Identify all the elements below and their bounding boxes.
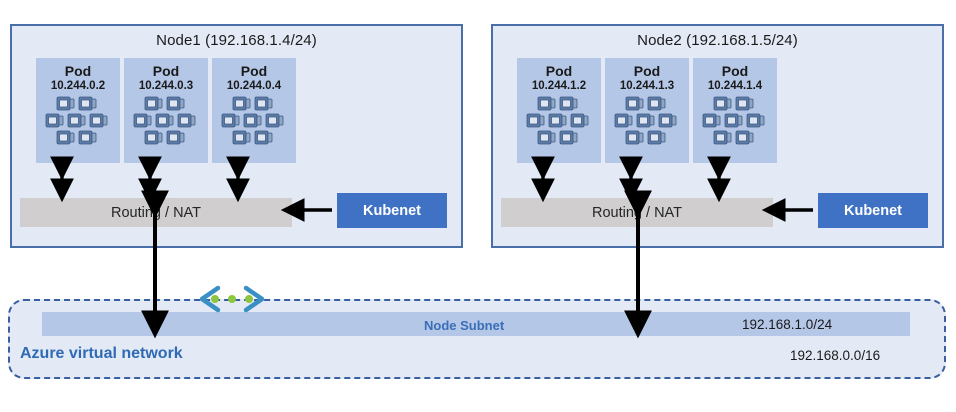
node-title: Node1 (192.168.1.4/24)	[156, 32, 317, 49]
azure-virtual-network-label: Azure virtual network	[20, 345, 183, 362]
pod-box[interactable]: Pod 10.244.1.4	[693, 58, 777, 163]
pod-ip: 10.244.1.4	[707, 80, 763, 92]
node-title: Node2 (192.168.1.5/24)	[637, 32, 798, 49]
pod-box[interactable]: Pod 10.244.0.2	[36, 58, 120, 163]
routing-nat-label: Routing / NAT	[111, 204, 201, 221]
pod-cluster-icon	[612, 96, 682, 153]
node-card-node2[interactable]: Node2 (192.168.1.5/24) Pod 10.244.1.2	[491, 24, 944, 248]
vnet-cidr: 192.168.0.0/16	[790, 348, 881, 363]
pod-label: Pod	[152, 63, 180, 79]
node-subnet-label: Node Subnet	[424, 318, 505, 333]
pod-cluster-icon	[43, 96, 113, 153]
pod-ip: 10.244.0.2	[50, 80, 106, 92]
pod-ip: 10.244.1.3	[619, 80, 675, 92]
pod-label: Pod	[633, 63, 661, 79]
pod-label: Pod	[240, 63, 268, 79]
kubenet-label: Kubenet	[844, 202, 902, 219]
routing-nat-label: Routing / NAT	[592, 204, 682, 221]
pod-box[interactable]: Pod 10.244.1.2	[517, 58, 601, 163]
pod-label: Pod	[721, 63, 749, 79]
pod-box[interactable]: Pod 10.244.1.3	[605, 58, 689, 163]
routing-nat-bar[interactable]: Routing / NAT	[20, 198, 292, 227]
pod-ip: 10.244.0.3	[138, 80, 194, 92]
azure-virtual-network-box[interactable]	[8, 299, 946, 379]
node-subnet-bar[interactable]	[42, 312, 910, 336]
pod-box[interactable]: Pod 10.244.0.3	[124, 58, 208, 163]
kubenet-box[interactable]: Kubenet	[337, 193, 447, 228]
node-card-node1[interactable]: Node1 (192.168.1.4/24) Pod 10.244.0.2	[10, 24, 463, 248]
pod-cluster-icon	[700, 96, 770, 153]
pod-label: Pod	[64, 63, 92, 79]
kubenet-label: Kubenet	[363, 202, 421, 219]
pod-ip: 10.244.1.2	[531, 80, 587, 92]
pod-cluster-icon	[219, 96, 289, 153]
node-subnet-cidr: 192.168.1.0/24	[742, 317, 833, 332]
pod-ip: 10.244.0.4	[226, 80, 282, 92]
kubenet-box[interactable]: Kubenet	[818, 193, 928, 228]
pod-box[interactable]: Pod 10.244.0.4	[212, 58, 296, 163]
routing-nat-bar[interactable]: Routing / NAT	[501, 198, 773, 227]
pod-cluster-icon	[131, 96, 201, 153]
pod-label: Pod	[545, 63, 573, 79]
pod-cluster-icon	[524, 96, 594, 153]
